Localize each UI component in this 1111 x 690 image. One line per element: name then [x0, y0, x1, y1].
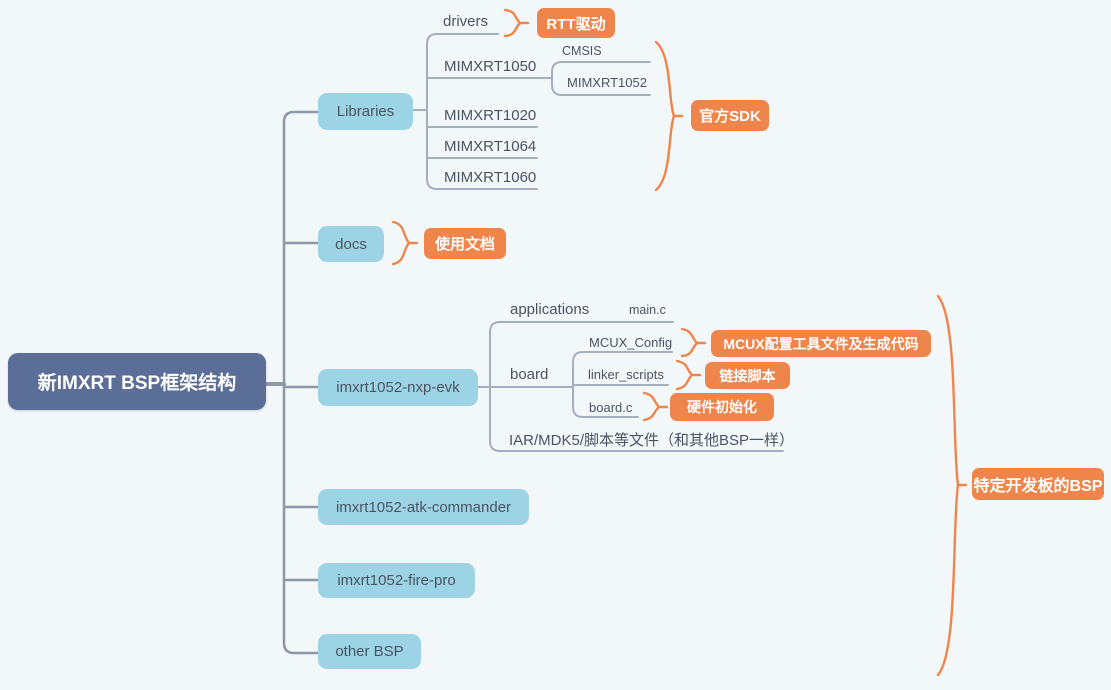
node-drivers[interactable]: drivers [443, 13, 489, 30]
root-topic[interactable]: 新IMXRT BSP框架结构 [8, 353, 266, 410]
topic-imxrt1052-nxp-evk[interactable]: imxrt1052-nxp-evk [318, 369, 478, 406]
callout-usage-doc[interactable]: 使用文档 [424, 228, 506, 259]
node-mimxrt1060[interactable]: MIMXRT1060 [444, 169, 537, 186]
brace-mcux-config [680, 327, 707, 358]
callout-rtt-driver[interactable]: RTT驱动 [537, 8, 615, 38]
topic-other-bsp[interactable]: other BSP [318, 634, 421, 669]
callout-official-sdk[interactable]: 官方SDK [691, 100, 769, 131]
topic-imxrt1052-fire-pro[interactable]: imxrt1052-fire-pro [318, 563, 475, 598]
brace-board-bsp [936, 294, 968, 677]
callout-hw-init[interactable]: 硬件初始化 [670, 393, 774, 421]
main-spine-line [282, 110, 320, 655]
brace-linker-scripts [675, 359, 702, 391]
topic-imxrt1052-atk-commander[interactable]: imxrt1052-atk-commander [318, 489, 529, 525]
node-mimxrt1050[interactable]: MIMXRT1050 [444, 58, 537, 75]
node-linker-scripts[interactable]: linker_scripts [588, 367, 664, 382]
brace-drivers [503, 8, 530, 38]
node-mimxrt1064[interactable]: MIMXRT1064 [444, 138, 537, 155]
node-mimxrt1052[interactable]: MIMXRT1052 [567, 75, 647, 90]
node-main-c[interactable]: main.c [629, 303, 666, 317]
topic-libraries[interactable]: Libraries [318, 93, 413, 130]
node-applications[interactable]: applications [510, 301, 590, 318]
brace-docs [391, 220, 419, 266]
callout-linker-script[interactable]: 链接脚本 [705, 362, 790, 389]
node-iar-mdk5-files[interactable]: IAR/MDK5/脚本等文件（和其他BSP一样） [509, 432, 795, 449]
node-board[interactable]: board [510, 366, 549, 383]
node-board-c[interactable]: board.c [589, 400, 633, 415]
node-mimxrt1020[interactable]: MIMXRT1020 [444, 107, 537, 124]
callout-board-bsp[interactable]: 特定开发板的BSP [972, 468, 1104, 500]
node-mcux-config[interactable]: MCUX_Config [589, 335, 673, 350]
topic-docs[interactable]: docs [318, 226, 384, 262]
callout-mcux-tool[interactable]: MCUX配置工具文件及生成代码 [711, 330, 931, 357]
node-cmsis[interactable]: CMSIS [562, 44, 602, 58]
brace-board-c [642, 391, 669, 422]
brace-official-sdk [654, 40, 684, 192]
